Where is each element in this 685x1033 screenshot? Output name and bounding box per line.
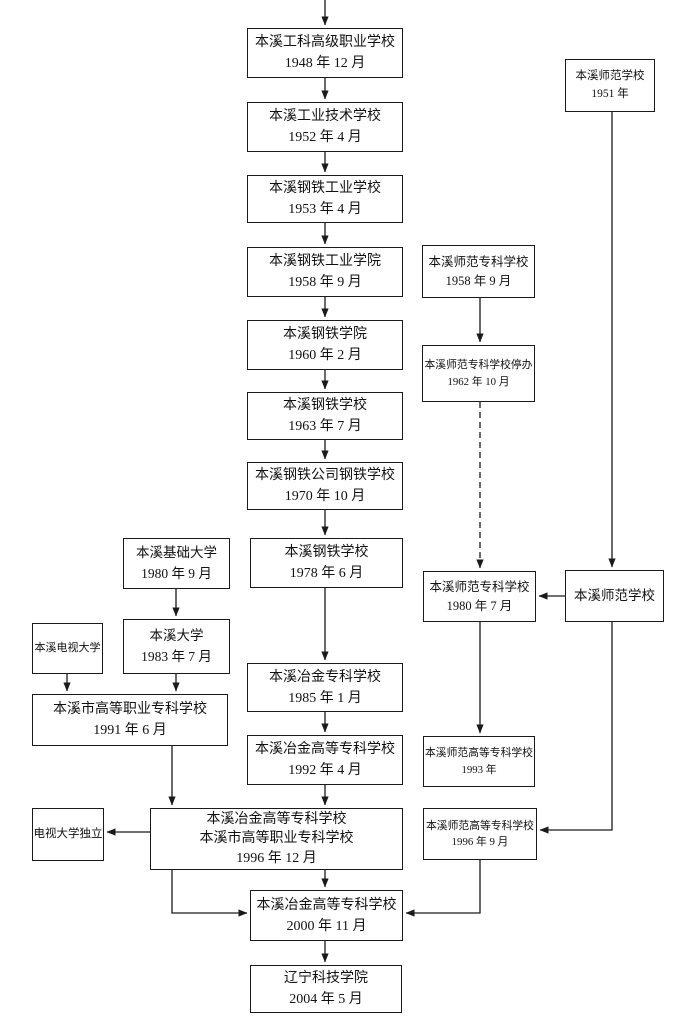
node-gangtie-xuexiao-1963: 本溪钢铁学校 1963 年 7 月 (247, 392, 403, 440)
node-shifan-zhuanke-1980-text: 1980 年 7 月 (446, 598, 513, 613)
node-shifan-zhuanke-1980-text: 本溪师范专科学校 (429, 579, 530, 594)
node-dianshi-daxue-duli-text: 电视大学独立 (33, 827, 103, 840)
node-shifan-gaodeng-1996-text: 本溪师范高等专科学校 (426, 819, 534, 832)
node-gongye-1952-text: 本溪工业技术学校 (269, 109, 381, 124)
node-shifan-xuexiao: 本溪师范学校 (565, 570, 664, 622)
node-shifan-gaodeng-1993-text: 1993 年 (461, 763, 497, 776)
node-shifan-tingban-1962-text: 1962 年 10 月 (447, 375, 510, 388)
node-shifan-xuexiao-1951: 本溪师范学校 1951 年 (565, 59, 655, 112)
node-shifan-xuexiao-1951-text: 本溪师范学校 (575, 70, 645, 83)
node-gangtie-xuexiao-1963-text: 1963 年 7 月 (288, 419, 362, 434)
node-yejin-gaodeng-2000-text: 2000 年 11 月 (286, 918, 367, 934)
node-hebing-1996-text: 本溪冶金高等专科学校 (206, 812, 347, 828)
node-gongye-1952-text: 1952 年 4 月 (288, 130, 362, 145)
node-shifan-xuexiao-1951-text: 1951 年 (591, 87, 629, 100)
node-gaodeng-zhiye-1991: 本溪市高等职业专科学校 1991 年 6 月 (32, 694, 228, 746)
edge-hebing1996-to-yejin2000-left (171, 870, 248, 917)
node-shifan-xuexiao-text: 本溪师范学校 (574, 587, 655, 603)
node-gongsi-gangtie-1970-text: 1970 年 10 月 (284, 489, 366, 504)
node-benxi-daxue-1983-text: 本溪大学 (149, 628, 204, 644)
node-gaodeng-zhiye-1991-text: 1991 年 6 月 (93, 723, 167, 738)
node-gangtie-xuexiao-1978-text: 1978 年 6 月 (289, 566, 364, 581)
node-shifan-gaodeng-1993-text: 本溪师范高等专科学校 (425, 747, 533, 760)
node-liaoning-keji-2004: 辽宁科技学院 2004 年 5 月 (250, 965, 402, 1013)
node-gongke-1948-text: 1948 年 12 月 (284, 56, 366, 71)
node-gangtie-xueyuan-1960-text: 本溪钢铁学院 (283, 327, 367, 342)
edge-shifan-xuexiao-to-shifan1996 (539, 622, 613, 834)
node-gangtie-gongye-xuexiao-1953-text: 1953 年 4 月 (288, 202, 362, 217)
node-jichu-daxue-1980: 本溪基础大学 1980 年 9 月 (123, 538, 230, 589)
node-yejin-gaodeng-1992: 本溪冶金高等专科学校 1992 年 4 月 (247, 735, 403, 785)
node-hebing-1996: 本溪冶金高等专科学校本溪市高等职业专科学校 1996 年 12 月 (150, 808, 403, 870)
node-gangtie-gongye-xuexiao-1953: 本溪钢铁工业学校 1953 年 4 月 (247, 175, 403, 223)
edge-shifan1996-to-yejin2000-right (405, 860, 481, 917)
node-liaoning-keji-2004-text: 辽宁科技学院 (284, 971, 368, 986)
node-shifan-gaodeng-1996: 本溪师范高等专科学校 1996 年 9 月 (423, 808, 537, 860)
node-gongke-1948: 本溪工科高级职业学校 1948 年 12 月 (247, 28, 403, 78)
node-gangtie-xuexiao-1963-text: 本溪钢铁学校 (283, 398, 367, 413)
node-dianshi-daxue: 本溪电视大学 (32, 623, 103, 674)
node-gangtie-gongye-xueyuan-1958-text: 本溪钢铁工业学院 (269, 254, 381, 269)
node-yejin-gaodeng-1992-text: 本溪冶金高等专科学校 (255, 742, 395, 757)
node-shifan-zhuanke-1980: 本溪师范专科学校 1980 年 7 月 (423, 571, 536, 622)
node-shifan-tingban-1962: 本溪师范专科学校停办 1962 年 10 月 (422, 345, 535, 402)
node-liaoning-keji-2004-text: 2004 年 5 月 (289, 992, 363, 1007)
node-dianshi-daxue-duli: 电视大学独立 (32, 808, 104, 861)
node-gongke-1948-text: 本溪工科高级职业学校 (255, 35, 395, 50)
node-gongsi-gangtie-1970-text: 本溪钢铁公司钢铁学校 (255, 468, 395, 483)
node-gongsi-gangtie-1970: 本溪钢铁公司钢铁学校 1970 年 10 月 (247, 462, 403, 510)
node-gaodeng-zhiye-1991-text: 本溪市高等职业专科学校 (53, 702, 207, 717)
node-shifan-zhuanke-1958: 本溪师范专科学校 1958 年 9 月 (422, 245, 535, 298)
node-hebing-1996-text: 本溪市高等职业专科学校 (199, 831, 354, 847)
node-shifan-gaodeng-1993: 本溪师范高等专科学校 1993 年 (423, 736, 535, 787)
node-shifan-zhuanke-1958-text: 本溪师范专科学校 (428, 254, 529, 269)
node-yejin-zhuanke-1985-text: 1985 年 1 月 (288, 690, 362, 706)
node-yejin-gaodeng-1992-text: 1992 年 4 月 (288, 763, 362, 778)
node-jichu-daxue-1980-text: 1980 年 9 月 (141, 565, 212, 581)
node-shifan-zhuanke-1958-text: 1958 年 9 月 (445, 273, 512, 288)
node-gangtie-gongye-xueyuan-1958-text: 1958 年 9 月 (288, 275, 362, 290)
node-benxi-daxue-1983-text: 1983 年 7 月 (141, 648, 212, 664)
node-yejin-zhuanke-1985: 本溪冶金专科学校 1985 年 1 月 (247, 663, 403, 712)
node-jichu-daxue-1980-text: 本溪基础大学 (136, 545, 217, 561)
node-gangtie-xuexiao-1978: 本溪钢铁学校 1978 年 6 月 (250, 538, 403, 588)
node-yejin-zhuanke-1985-text: 本溪冶金专科学校 (269, 669, 381, 685)
node-shifan-gaodeng-1996-text: 1996 年 9 月 (451, 836, 509, 848)
node-yejin-gaodeng-2000: 本溪冶金高等专科学校 2000 年 11 月 (250, 890, 403, 941)
node-gangtie-gongye-xuexiao-1953-text: 本溪钢铁工业学校 (269, 181, 381, 196)
node-gangtie-gongye-xueyuan-1958: 本溪钢铁工业学院 1958 年 9 月 (247, 247, 403, 297)
node-hebing-1996-text: 1996 年 12 月 (236, 850, 317, 866)
node-gongye-1952: 本溪工业技术学校 1952 年 4 月 (247, 102, 403, 152)
node-dianshi-daxue-text: 本溪电视大学 (34, 642, 101, 655)
node-yejin-gaodeng-2000-text: 本溪冶金高等专科学校 (256, 897, 397, 913)
flow-edges (63, 0, 616, 963)
node-gangtie-xueyuan-1960: 本溪钢铁学院 1960 年 2 月 (247, 320, 403, 370)
node-shifan-tingban-1962-text: 本溪师范专科学校停办 (424, 359, 533, 372)
node-gangtie-xueyuan-1960-text: 1960 年 2 月 (288, 348, 362, 363)
node-gangtie-xuexiao-1978-text: 本溪钢铁学校 (284, 545, 369, 560)
node-benxi-daxue-1983: 本溪大学 1983 年 7 月 (123, 619, 230, 674)
